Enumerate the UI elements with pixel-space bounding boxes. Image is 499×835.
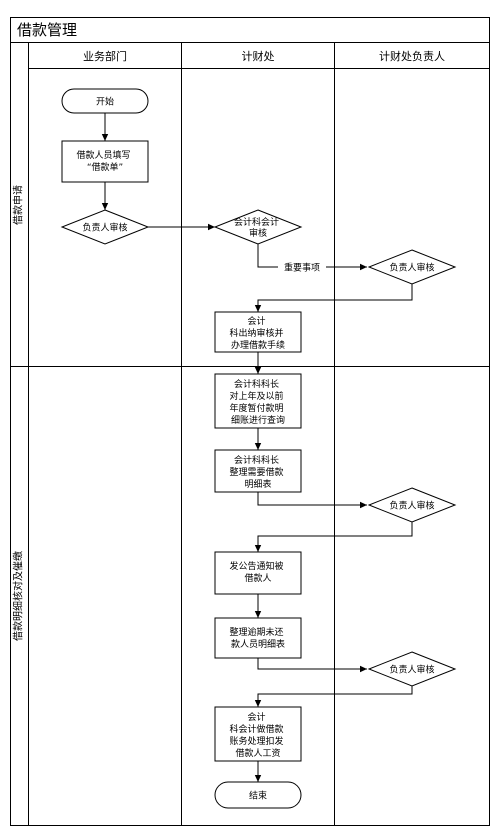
fill-form-label: 借款人员填写 “借款单” [77, 149, 134, 173]
query-ledger-node [214, 373, 302, 429]
lane-header-finance-office: 计财处 [242, 49, 275, 63]
end-node-label: 结束 [249, 790, 267, 802]
arrow-table-to-head [257, 492, 367, 509]
lane-header-business-dept: 业务部门 [83, 49, 127, 63]
important-matter-label: 重要事项 [284, 262, 320, 274]
fill-form-node [61, 140, 149, 183]
arrow-head-to-notice [254, 522, 413, 552]
notice-label: 发公告通知被 借款人 [230, 560, 287, 584]
overdue-list-node [214, 617, 302, 659]
head-review-decision-3 [367, 651, 457, 687]
acct-review-decision [213, 209, 303, 245]
head-review-label-2: 负责人审核 [389, 500, 434, 512]
deduct-salary-node [214, 706, 302, 762]
arrow-head-to-deduct [254, 686, 413, 707]
head-review-label-3: 负责人审核 [389, 664, 434, 676]
diagram-frame [10, 17, 490, 826]
deduct-salary-label: 会计 科会计做借款 账务处理扣发 借款人工资 [230, 711, 287, 759]
start-node [61, 88, 149, 114]
important-label-bg [278, 260, 326, 274]
arrow-head-to-cashier [254, 284, 413, 312]
detail-table-label: 会计科科长 整理需要借款 明细表 [230, 454, 287, 490]
acct-review-label: 会计科会计 审核 [234, 216, 282, 239]
cashier-process-node [214, 311, 302, 353]
start-node-label: 开始 [96, 96, 114, 108]
dept-review-label: 负责人审核 [82, 222, 127, 234]
head-review-decision-1 [367, 249, 457, 285]
detail-table-node [214, 449, 302, 493]
overdue-list-label: 整理逾期未还 款人员明细表 [230, 626, 287, 650]
dept-review-decision [60, 209, 150, 245]
arrow-overdue-to-head [257, 658, 367, 673]
head-review-decision-2 [367, 487, 457, 523]
phase-label-application: 借款申请 [12, 185, 25, 225]
cashier-process-label: 会计 科出纳审核并 办理借款手续 [230, 315, 287, 351]
phase-label-reconciliation: 借款明细核对及催缴 [12, 551, 25, 641]
head-review-label-1: 负责人审核 [389, 262, 434, 274]
lane-header-finance-head: 计财处负责人 [379, 49, 445, 63]
end-node [214, 781, 302, 809]
diagram-title: 借款管理 [17, 21, 77, 39]
notice-node [214, 551, 302, 595]
arrow-important-matter [257, 244, 367, 271]
query-ledger-label: 会计科科长 对上年及以前 年度暂付款明 细账进行查询 [230, 378, 287, 426]
